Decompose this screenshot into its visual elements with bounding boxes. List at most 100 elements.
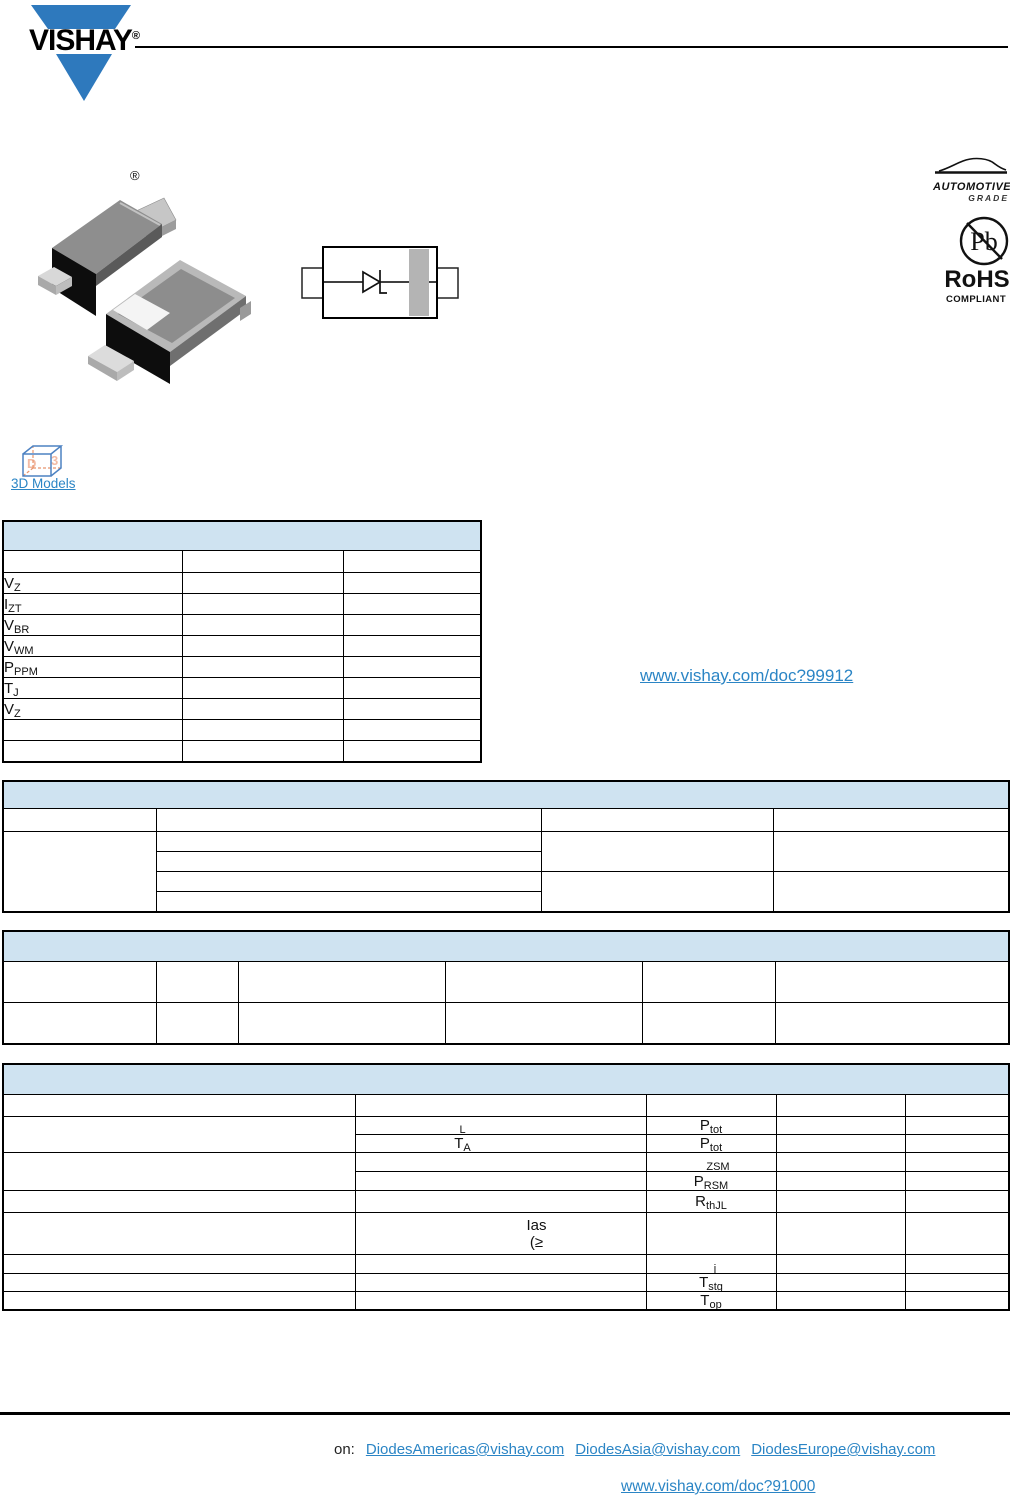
cell	[774, 1002, 1010, 1045]
cell	[342, 614, 482, 636]
cell	[2, 961, 157, 1003]
row-label-vz2: VZ	[2, 698, 183, 720]
symbol-sub: Z	[14, 707, 21, 720]
package-photo-right	[88, 260, 251, 384]
cell	[904, 1254, 1010, 1274]
cell	[155, 1002, 239, 1045]
cell	[772, 831, 1010, 872]
cell	[904, 1094, 1010, 1117]
header-rule	[135, 46, 1008, 48]
cell	[155, 808, 542, 832]
symbol-sub: thJL	[706, 1200, 727, 1212]
cell	[342, 593, 482, 615]
cell	[181, 614, 344, 636]
row-label-vz: VZ	[2, 572, 183, 594]
email-link-americas[interactable]: DiodesAmericas@vishay.com	[365, 1441, 565, 1458]
lead-left-end	[56, 277, 72, 295]
cell	[342, 719, 482, 741]
cube-letter-3: 3	[51, 453, 58, 468]
cell	[354, 1094, 647, 1117]
cube-letter-d: D	[27, 456, 36, 471]
symbol-cell-tstg: Tstg	[645, 1273, 777, 1292]
lead-left-top	[88, 345, 134, 372]
symbol-cell-ptot: Ptot	[645, 1116, 777, 1135]
symbol-cell-ptot: Ptot	[645, 1134, 777, 1153]
body-ridge-highlight	[119, 202, 161, 226]
email-link-europe[interactable]: DiodesEurope@vishay.com	[751, 1441, 936, 1458]
cell	[155, 891, 542, 913]
cell	[2, 550, 183, 573]
symbol-sub: BR	[14, 623, 30, 636]
cell	[181, 656, 344, 678]
body-right-face	[96, 224, 162, 286]
cell	[904, 1212, 1010, 1255]
datasheet-doc-link[interactable]: www.vishay.com/doc?99912	[640, 666, 854, 685]
cathode-band	[113, 294, 170, 330]
symbol-base: V	[4, 637, 15, 655]
cell	[775, 1212, 906, 1255]
cell	[444, 961, 643, 1003]
row-label-vbr: VBR	[2, 614, 183, 636]
cell	[155, 871, 542, 892]
cell	[641, 1002, 776, 1045]
automotive-label: AUTOMOTIVE	[933, 181, 1010, 193]
symbol-sub: op	[709, 1299, 722, 1310]
cell	[354, 1273, 647, 1292]
symbol-sub: WM	[14, 644, 34, 657]
product-registered-mark: ®	[130, 168, 140, 183]
cell	[155, 851, 542, 872]
contact-prefix: on:	[334, 1441, 355, 1458]
cell	[775, 1116, 906, 1135]
rohs-title: RoHS	[944, 266, 1010, 293]
cube-hidden-edges	[22, 446, 61, 477]
symbol-cell-tj: j	[645, 1254, 777, 1274]
cell	[2, 719, 183, 741]
condition-base: T	[454, 1135, 464, 1152]
cell	[354, 1291, 647, 1311]
email-link-asia[interactable]: DiodesAsia@vishay.com	[575, 1441, 741, 1458]
cell	[342, 572, 482, 594]
cell	[181, 698, 344, 720]
pb-strikethrough	[966, 222, 1003, 260]
models-3d-icon[interactable]: D 3	[20, 444, 68, 480]
logo-triangle-top	[31, 5, 131, 29]
condition-cell: TA	[354, 1134, 647, 1153]
cube-wireframe	[22, 445, 64, 477]
condition-cell: L	[354, 1116, 647, 1135]
body-front-face	[52, 248, 96, 316]
logo-triangles	[31, 5, 131, 101]
condition-cell-ias: Ias (≥	[354, 1212, 647, 1255]
table-header-band	[2, 780, 1010, 809]
car-icon	[935, 157, 1007, 174]
symbol-sub: Z	[14, 581, 21, 594]
grade-label: GRADE	[968, 193, 1009, 203]
cell	[904, 1291, 1010, 1311]
condition-sub: L	[459, 1124, 466, 1135]
row-label-pppm: PPPM	[2, 656, 183, 678]
lead-left-end	[117, 361, 134, 381]
cell	[181, 719, 344, 741]
cell	[775, 1190, 906, 1213]
symbol-base: P	[699, 1117, 710, 1134]
cell	[2, 808, 157, 832]
symbol-base: R	[695, 1193, 707, 1210]
cell	[775, 1273, 906, 1292]
cell	[155, 961, 239, 1003]
spec-table-marking	[2, 930, 1010, 1045]
diode-symbol-triangle	[362, 270, 382, 294]
cell	[904, 1171, 1010, 1191]
cell	[342, 740, 482, 763]
cell	[155, 831, 542, 852]
symbol-cell-prsm: PRSM	[645, 1171, 777, 1191]
symbol-sub: ZSM	[706, 1160, 730, 1172]
row-label-vwm: VWM	[2, 635, 183, 657]
table-header-band	[2, 1063, 1010, 1095]
automotive-grade-badge: AUTOMOTIVE GRADE	[933, 156, 1010, 203]
models-3d-link[interactable]: 3D Models	[11, 476, 76, 491]
condition-line2: (≥	[529, 1233, 544, 1251]
brand-registered-mark: ®	[131, 30, 140, 42]
cell	[775, 1291, 906, 1311]
footer-doc-link[interactable]: www.vishay.com/doc?91000	[621, 1478, 816, 1495]
cell	[342, 677, 482, 699]
